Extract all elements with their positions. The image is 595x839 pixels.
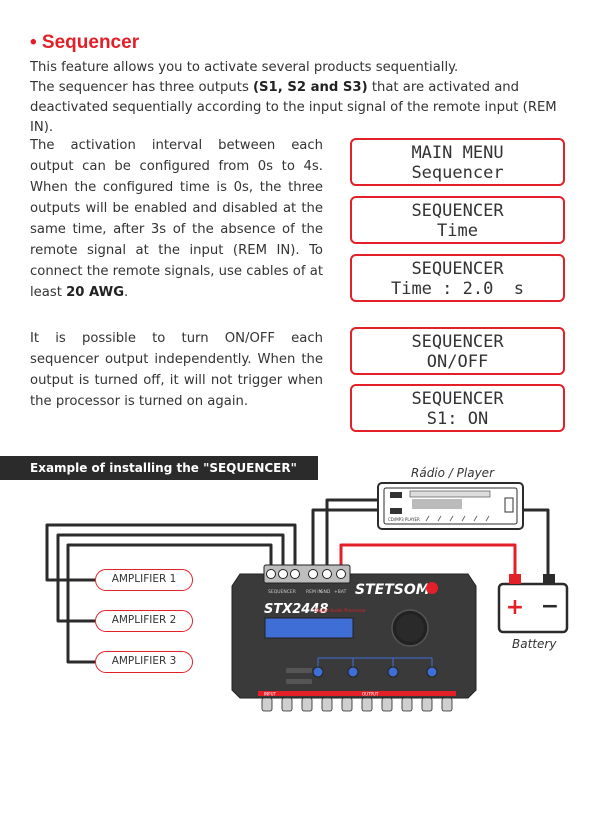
wires: [45, 498, 550, 664]
amplifier-1: AMPLIFIER 1: [95, 569, 193, 591]
battery: + −: [497, 574, 569, 634]
radio-player: CD/MP3 PLAYER: [377, 482, 524, 530]
terminal-seq: SEQUENCER: [268, 589, 296, 595]
terminal-bat: +BAT: [334, 589, 347, 595]
diagram-banner: Example of installing the "SEQUENCER" fe…: [0, 456, 318, 499]
terminal-gnd: GND: [320, 589, 331, 595]
svg-text:−: −: [541, 594, 559, 619]
intro-line-2: The sequencer has three outputs (S1, S2 …: [30, 80, 557, 135]
amplifier-3: AMPLIFIER 3: [95, 651, 193, 673]
radio-model-text: CD/MP3 PLAYER: [388, 517, 420, 522]
device-brand: STETSOM: [355, 582, 430, 598]
intro-paragraph: This feature allows you to activate seve…: [30, 58, 570, 138]
section-title: • Sequencer: [30, 32, 140, 53]
onoff-paragraph: It is possible to turn ON/OFF each seque…: [30, 331, 323, 409]
interval-paragraph: The activation interval between each out…: [30, 138, 323, 300]
amplifier-2: AMPLIFIER 2: [95, 610, 193, 632]
terminal-rem: REM IN: [306, 589, 322, 595]
intro-line-1: This feature allows you to activate seve…: [30, 60, 459, 75]
radio-label: Rádio / Player: [411, 466, 494, 480]
device-subtitle: Digital Audio Processor: [314, 608, 366, 614]
battery-label: Battery: [512, 637, 557, 651]
jack-input-label: INPUT: [264, 692, 277, 697]
svg-text:+: +: [506, 595, 524, 620]
device-model: STX2448: [264, 602, 328, 617]
jack-output-label: OUTPUT: [362, 692, 379, 697]
processor-device: SEQUENCER REM IN GND +BAT STETSOM STX244…: [231, 564, 477, 712]
